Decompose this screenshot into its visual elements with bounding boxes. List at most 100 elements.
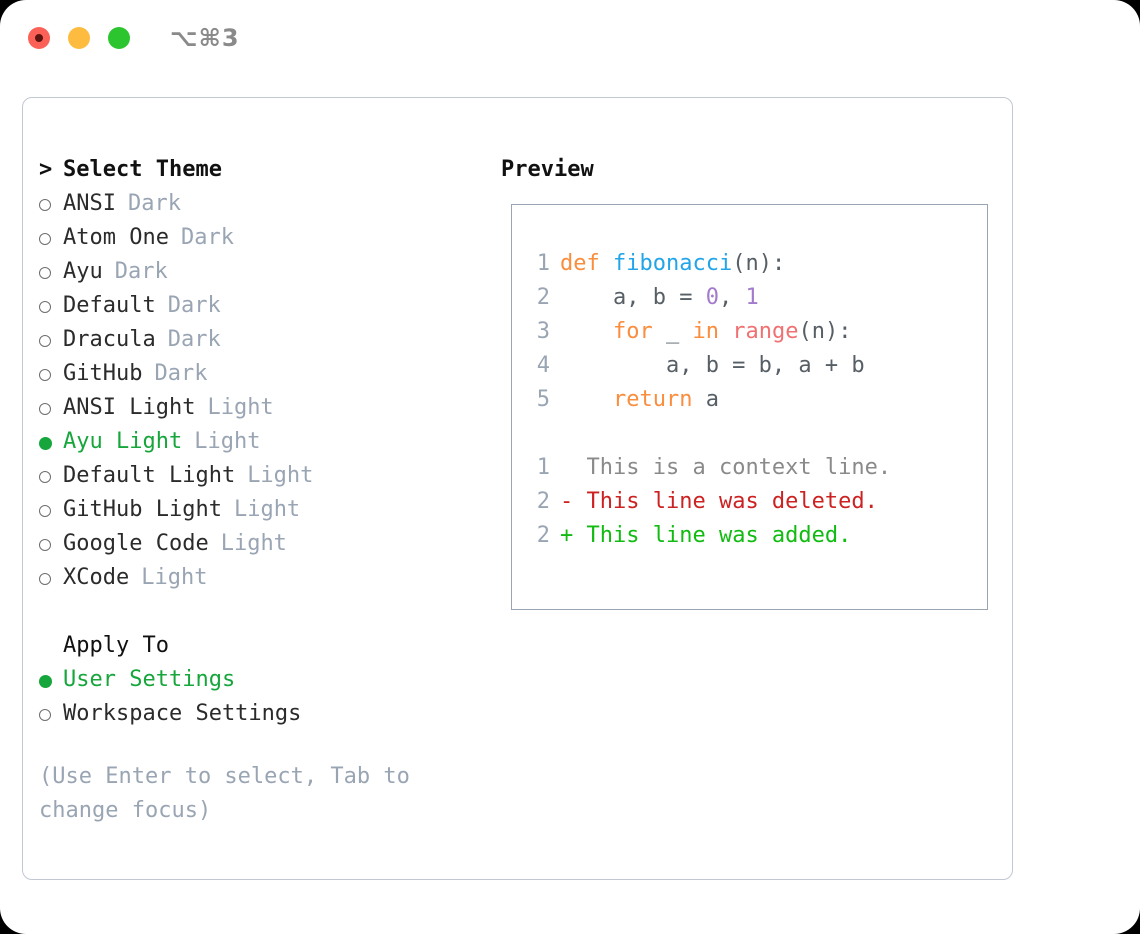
radio-unselected-icon — [39, 289, 63, 323]
code-token: _ — [652, 319, 693, 344]
theme-option-tag: Light — [247, 463, 314, 488]
theme-option-tag: Dark — [127, 191, 181, 216]
code-line: 3 for _ in range(n): — [528, 315, 891, 349]
theme-option-ayu[interactable]: Ayu Dark — [39, 255, 479, 289]
line-number: 5 — [536, 387, 550, 412]
theme-option-atom-one[interactable]: Atom One Dark — [39, 221, 479, 255]
code-token: for — [612, 319, 653, 344]
diff-line: 2- This line was deleted. — [528, 485, 891, 519]
code-token: def — [560, 251, 613, 276]
diff-line: 2 + This line was added. — [528, 519, 891, 553]
diff-line-number: 2 — [536, 523, 550, 548]
code-token: range — [732, 319, 799, 344]
diff-text: This line was added. — [586, 523, 852, 548]
code-token: a, b = — [560, 285, 706, 310]
apply-to-option-label: User Settings — [63, 667, 236, 692]
code-token: fibonacci — [612, 251, 733, 276]
radio-mark — [39, 471, 51, 483]
code-line: 4 a, b = b, a + b — [528, 349, 891, 383]
minimize-button[interactable] — [68, 27, 90, 49]
radio-unselected-icon — [39, 391, 63, 425]
theme-option-tag: Dark — [154, 361, 208, 386]
radio-mark — [39, 267, 51, 279]
theme-option-tag: Dark — [180, 225, 234, 250]
apply-to-option-workspace-settings[interactable]: Workspace Settings — [39, 697, 479, 731]
preview-title: Preview — [501, 157, 594, 182]
radio-mark — [39, 437, 52, 450]
theme-option-tag: Light — [141, 565, 208, 590]
theme-option-tag: Dark — [114, 259, 168, 284]
code-token: , — [718, 285, 746, 310]
theme-option-label: GitHub Light — [63, 497, 222, 522]
code-token — [719, 319, 732, 344]
radio-mark — [39, 573, 51, 585]
code-token — [560, 319, 613, 344]
maximize-button[interactable] — [108, 27, 130, 49]
diff-text: This is a context line. — [586, 455, 892, 480]
diff-line: 1 This is a context line. — [528, 451, 891, 485]
radio-selected-icon — [39, 663, 63, 697]
theme-option-ayu-light[interactable]: Ayu Light Light — [39, 425, 479, 459]
focus-caret-icon: > — [39, 157, 53, 182]
radio-mark — [39, 301, 51, 313]
radio-unselected-icon — [39, 255, 63, 289]
radio-mark — [39, 505, 51, 517]
radio-unselected-icon — [39, 187, 63, 221]
code-token: (n): — [732, 251, 786, 276]
theme-option-label: Atom One — [63, 225, 169, 250]
theme-option-label: Ayu Light — [63, 429, 183, 454]
radio-mark — [39, 709, 51, 721]
code-token: 0 — [705, 285, 719, 310]
section-spacer — [39, 595, 479, 629]
line-number: 3 — [536, 319, 550, 344]
code-token: 1 — [745, 285, 759, 310]
radio-mark — [39, 369, 51, 381]
theme-option-tag: Light — [207, 395, 274, 420]
diff-line-number: 2 — [536, 489, 550, 514]
code-token: a, b = b, a + b — [560, 353, 865, 378]
code-line: 2 a, b = 0, 1 — [528, 281, 891, 315]
diff-marker: + — [560, 523, 587, 548]
diff-marker — [560, 455, 587, 480]
close-button[interactable] — [28, 27, 50, 49]
theme-option-tag: Dark — [167, 327, 221, 352]
diff-line-number: 1 — [536, 455, 550, 480]
title-bar: ⌥⌘3 — [0, 0, 1140, 76]
radio-mark — [39, 675, 52, 688]
radio-unselected-icon — [39, 561, 63, 595]
code-token: a — [692, 387, 719, 412]
radio-unselected-icon — [39, 697, 63, 731]
apply-to-option-label: Workspace Settings — [63, 701, 302, 726]
theme-option-label: Default Light — [63, 463, 236, 488]
radio-mark — [39, 199, 51, 211]
radio-mark — [39, 233, 51, 245]
theme-option-label: GitHub — [63, 361, 143, 386]
diff-text: This line was deleted. — [586, 489, 878, 514]
theme-option-tag: Light — [194, 429, 261, 454]
apply-to-header: Apply To — [39, 629, 479, 663]
theme-option-label: Ayu — [63, 259, 103, 284]
radio-unselected-icon — [39, 493, 63, 527]
radio-mark — [39, 539, 51, 551]
theme-option-default-light[interactable]: Default Light Light — [39, 459, 479, 493]
radio-unselected-icon — [39, 459, 63, 493]
select-theme-title: Select Theme — [63, 157, 222, 182]
radio-unselected-icon — [39, 323, 63, 357]
theme-option-github[interactable]: GitHub Dark — [39, 357, 479, 391]
apply-to-title: Apply To — [63, 633, 169, 658]
right-column: Preview — [501, 153, 1001, 187]
theme-option-label: Google Code — [63, 531, 209, 556]
code-line: 5 return a — [528, 383, 891, 417]
apply-to-option-user-settings[interactable]: User Settings — [39, 663, 479, 697]
